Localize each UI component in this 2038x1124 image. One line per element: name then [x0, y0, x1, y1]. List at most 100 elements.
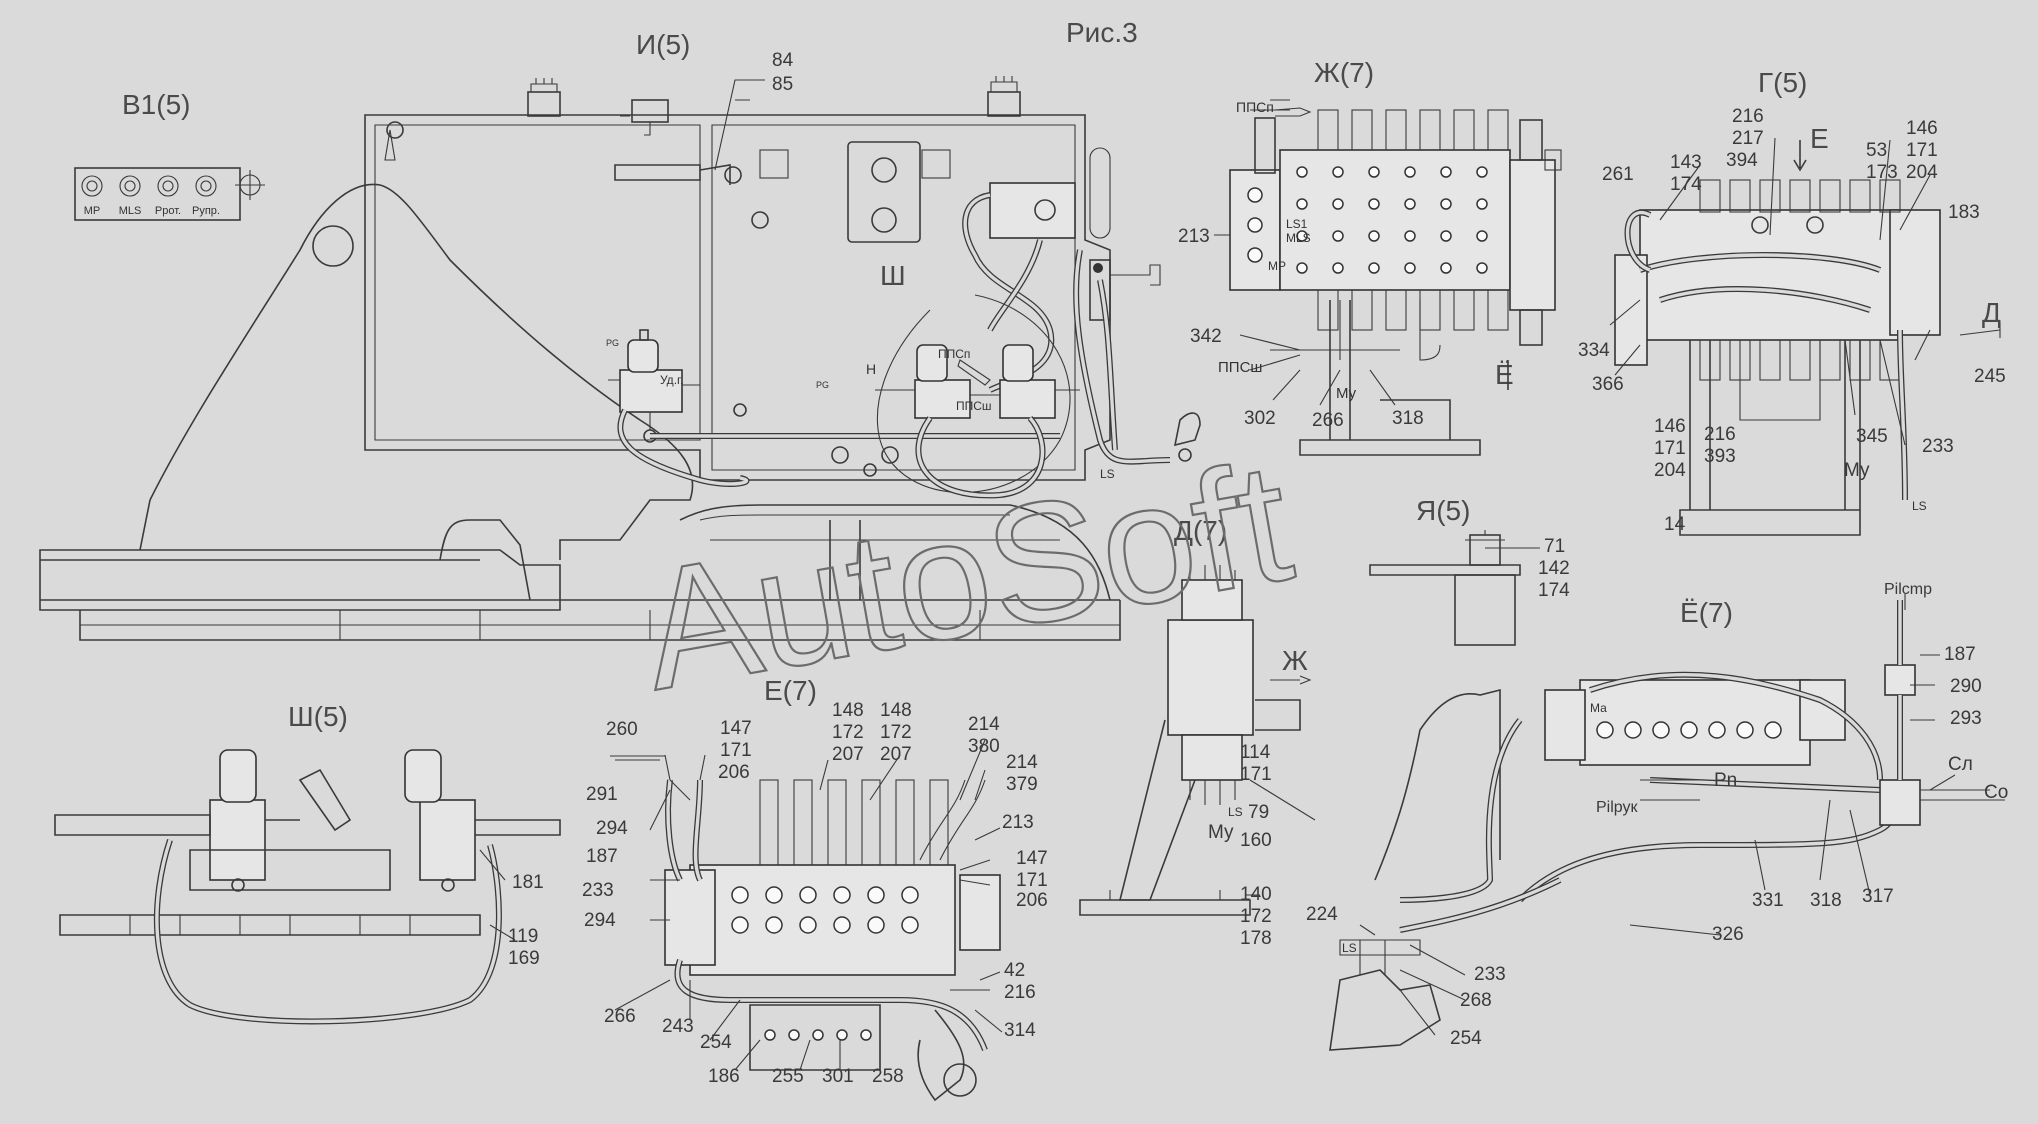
- e-label-214b: 214: [1006, 752, 1038, 773]
- g-label-216b: 216: [1704, 424, 1736, 445]
- b1-port-inner-1: [124, 180, 136, 192]
- view-d-title: Д(7): [1174, 515, 1227, 546]
- e-bottom-port: [836, 1029, 848, 1041]
- yo-port: [1652, 721, 1670, 739]
- b1-port-1: [119, 175, 141, 197]
- arrow-d-label: Д: [1982, 297, 2001, 328]
- g-label-143: 143: [1670, 152, 1702, 173]
- e-hole: [799, 916, 817, 934]
- e-label-171: 171: [720, 740, 752, 761]
- tank-valve-block: [962, 182, 1201, 465]
- e-label-255: 255: [772, 1066, 804, 1087]
- d-label-172: 172: [1240, 906, 1272, 927]
- view-zh-assembly: [1214, 99, 1562, 456]
- arrow-e-label: Е: [1810, 123, 1829, 154]
- sh-label-181: 181: [512, 872, 544, 893]
- view-ya-title: Я(5): [1416, 495, 1470, 526]
- zh-cap-top: [1487, 109, 1509, 151]
- zh-hole: [1368, 230, 1380, 242]
- g-label-204b: 204: [1654, 460, 1686, 481]
- e-hole: [799, 886, 817, 904]
- zh-cap-bottom: [1351, 289, 1373, 331]
- yo-label-pilcmp: Pilcmp: [1884, 581, 1932, 598]
- direction-arrows: Е Ё Д Ж: [1282, 123, 2001, 676]
- e-bottom-port: [788, 1029, 800, 1041]
- d-label-171: 171: [1240, 764, 1272, 785]
- yo-label-pilpyk: Pilрук: [1596, 799, 1639, 816]
- yo-label-co: Со: [1984, 782, 2008, 803]
- ya-label-142: 142: [1538, 558, 1570, 579]
- e-label-379: 379: [1006, 774, 1038, 795]
- zh-hole: [1368, 262, 1380, 274]
- zh-hole: [1296, 230, 1308, 242]
- label-302: 302: [1244, 408, 1276, 429]
- zh-cap-top: [1419, 109, 1441, 151]
- yo-port: [1596, 721, 1614, 739]
- b1-port-label-2: Pрот.: [155, 205, 181, 217]
- e-label-213: 213: [1002, 812, 1034, 833]
- g-label-245: 245: [1974, 366, 2006, 387]
- view-yo-assembly: [1329, 600, 2005, 1051]
- view-sh-assembly: [54, 749, 561, 1025]
- g-cap-top: [1879, 179, 1901, 213]
- label-pg-1: PG: [606, 338, 619, 348]
- e-label-233: 233: [582, 880, 614, 901]
- zh-side-port: [1247, 217, 1263, 233]
- view-sh-title: Ш(5): [288, 701, 348, 732]
- b1-port-0: [81, 175, 103, 197]
- e-label-266: 266: [604, 1006, 636, 1027]
- e-label-258: 258: [872, 1066, 904, 1087]
- e-label-294: 294: [596, 818, 628, 839]
- yo-label-254: 254: [1450, 1028, 1482, 1049]
- arrow-zh-label: Ж: [1282, 645, 1308, 676]
- e-hole: [765, 886, 783, 904]
- e-label-301: 301: [822, 1066, 854, 1087]
- e-cap: [861, 779, 881, 866]
- g-label-171: 171: [1906, 140, 1938, 161]
- yo-label-290: 290: [1950, 676, 1982, 697]
- zh-hole: [1332, 166, 1344, 178]
- solenoid-valve-left: [608, 329, 1060, 487]
- zh-hole: [1368, 166, 1380, 178]
- e-label-207: 207: [832, 744, 864, 765]
- g-cap-top: [1819, 179, 1841, 213]
- zh-hole: [1440, 230, 1452, 242]
- e-label-148: 148: [832, 700, 864, 721]
- yo-label-293: 293: [1950, 708, 1982, 729]
- e-hole: [901, 916, 919, 934]
- b1-port-inner-2: [162, 180, 174, 192]
- zh-hole: [1440, 262, 1452, 274]
- zh-hole: [1296, 262, 1308, 274]
- g-cap-top: [1699, 179, 1721, 213]
- view-g-title: Г(5): [1758, 67, 1807, 98]
- zh-hole: [1296, 198, 1308, 210]
- view-e-assembly: [610, 755, 1001, 1102]
- label-342: 342: [1190, 326, 1222, 347]
- yo-label-317: 317: [1862, 886, 1894, 907]
- label-mls: MLS: [1286, 231, 1311, 245]
- g-label-183: 183: [1948, 202, 1980, 223]
- zh-cap-top: [1453, 109, 1475, 151]
- zh-cap-bottom: [1487, 289, 1509, 331]
- e-label-294b: 294: [584, 910, 616, 931]
- e-label-206b: 206: [1016, 890, 1048, 911]
- e-label-260: 260: [606, 719, 638, 740]
- e-label-216: 216: [1004, 982, 1036, 1003]
- zh-cap-bottom: [1385, 289, 1407, 331]
- e-label-380: 380: [968, 736, 1000, 757]
- zh-hole: [1440, 198, 1452, 210]
- view-zh-title: Ж(7): [1314, 57, 1374, 88]
- e-label-314: 314: [1004, 1020, 1036, 1041]
- g-label-217: 217: [1732, 128, 1764, 149]
- g-cap-bottom: [1789, 339, 1811, 381]
- d-label-my: Му: [1208, 822, 1234, 843]
- e-cap: [929, 779, 949, 866]
- g-cap-bottom: [1819, 339, 1841, 381]
- zh-side-port: [1247, 247, 1263, 263]
- g-cap-top: [1849, 179, 1871, 213]
- zh-hole: [1332, 262, 1344, 274]
- d-label-160: 160: [1240, 830, 1272, 851]
- e-label-186: 186: [708, 1066, 740, 1087]
